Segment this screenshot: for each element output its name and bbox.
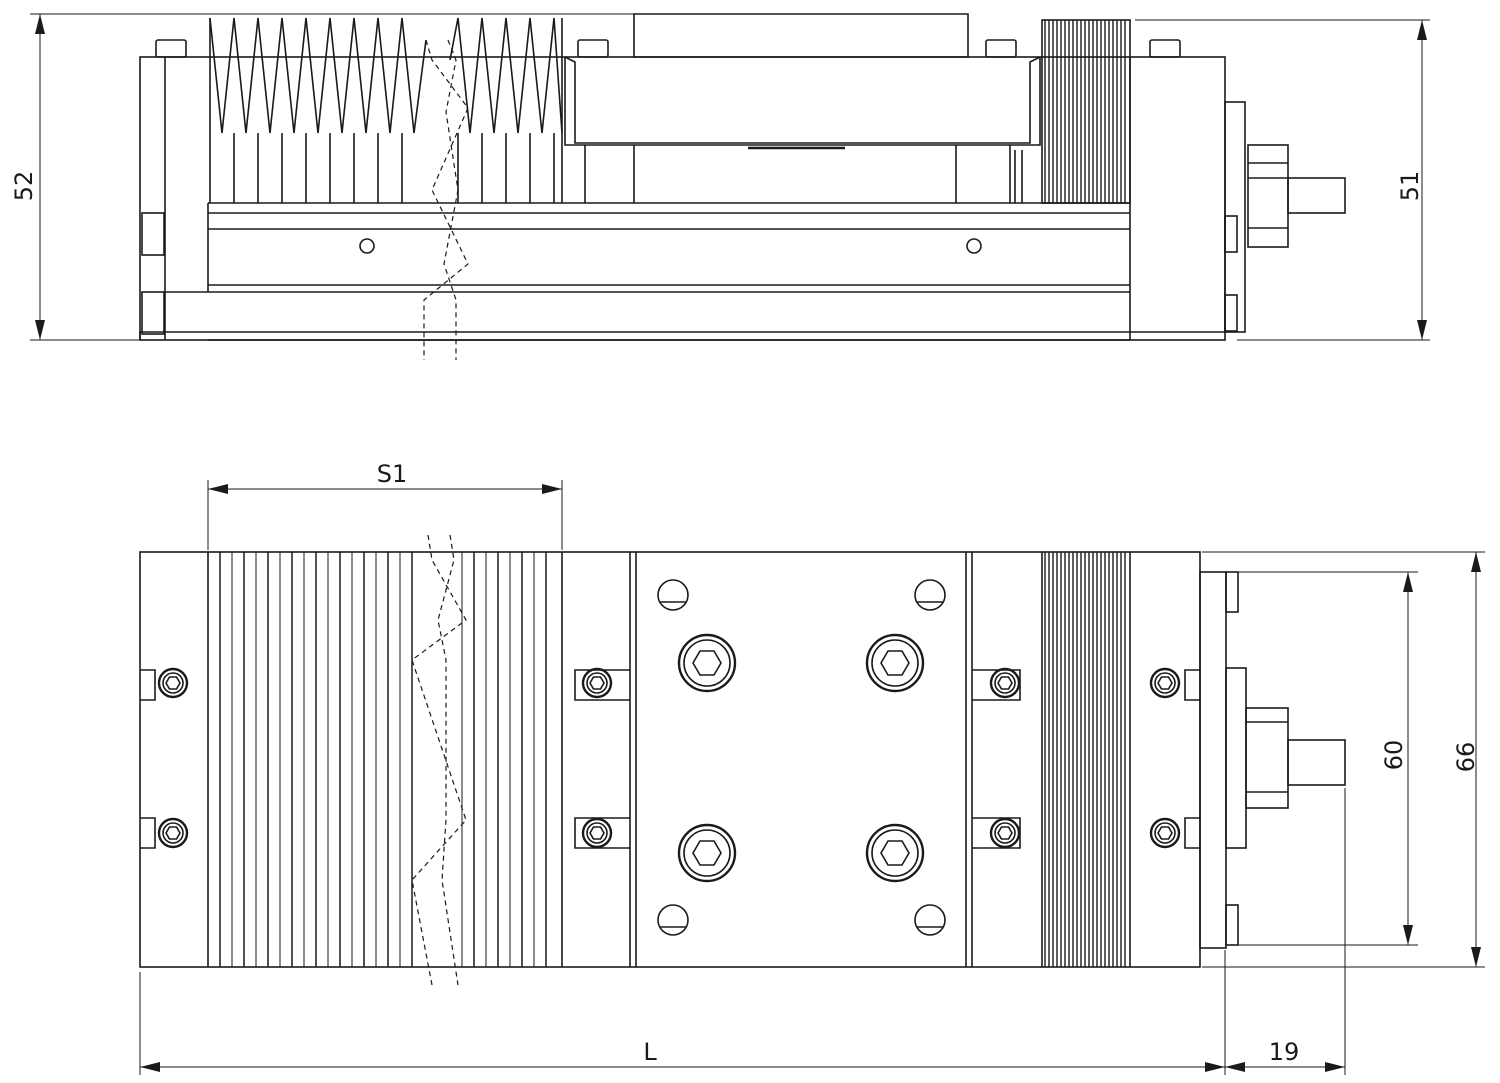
side-view: 52 51 bbox=[10, 13, 1430, 360]
top-break-line-1 bbox=[411, 534, 467, 986]
screw-hex-icon bbox=[989, 817, 1021, 849]
side-screw-head-2 bbox=[577, 39, 609, 58]
top-shaft bbox=[1287, 739, 1346, 786]
screw-hex-icon bbox=[581, 667, 613, 699]
large-screw-hex-icon bbox=[865, 823, 925, 883]
dim-label-l: L bbox=[643, 1038, 657, 1066]
large-screw-hex-icon bbox=[865, 633, 925, 693]
large-screw-hex-icon bbox=[677, 633, 737, 693]
side-break-line-1 bbox=[423, 39, 469, 360]
screw-hex-icon bbox=[1149, 817, 1181, 849]
dim-label-60: 60 bbox=[1380, 740, 1408, 771]
side-bellows-left bbox=[209, 17, 563, 203]
top-small-screws bbox=[157, 667, 1181, 849]
side-rail-hole-left bbox=[359, 238, 375, 254]
dim-label-19: 19 bbox=[1269, 1038, 1300, 1066]
side-coupling bbox=[1247, 144, 1289, 248]
top-view: S1 L 19 60 66 bbox=[139, 460, 1485, 1075]
side-bellows-right bbox=[1041, 19, 1131, 204]
top-flange bbox=[1199, 571, 1227, 949]
screw-hex-icon bbox=[989, 667, 1021, 699]
top-carriage-screws bbox=[677, 633, 925, 883]
top-pin-holes bbox=[657, 579, 946, 936]
screw-hex-icon bbox=[581, 817, 613, 849]
dim-label-s1: S1 bbox=[377, 460, 408, 488]
side-flange bbox=[1224, 101, 1246, 333]
screw-hex-icon bbox=[157, 817, 189, 849]
side-screw-head-1 bbox=[155, 39, 187, 58]
top-bellows-right bbox=[1044, 552, 1126, 967]
side-left-block-top bbox=[141, 212, 165, 256]
side-break-line-2 bbox=[443, 39, 459, 360]
side-screw-head-4 bbox=[1149, 39, 1181, 58]
side-body-outline bbox=[139, 56, 1226, 341]
top-bellows-left bbox=[219, 552, 547, 967]
large-screw-hex-icon bbox=[677, 823, 737, 883]
side-rail-hole-right bbox=[966, 238, 982, 254]
dim-label-51: 51 bbox=[1396, 171, 1424, 202]
side-screw-head-3 bbox=[985, 39, 1017, 58]
top-break-line-2 bbox=[437, 534, 459, 986]
dim-label-66: 66 bbox=[1452, 742, 1480, 773]
screw-hex-icon bbox=[1149, 667, 1181, 699]
dim-label-52: 52 bbox=[10, 171, 38, 202]
screw-hex-icon bbox=[157, 667, 189, 699]
side-carriage bbox=[564, 13, 1041, 203]
top-coupling bbox=[1245, 707, 1289, 809]
side-left-block-bottom bbox=[141, 291, 165, 335]
side-shaft bbox=[1287, 177, 1346, 214]
